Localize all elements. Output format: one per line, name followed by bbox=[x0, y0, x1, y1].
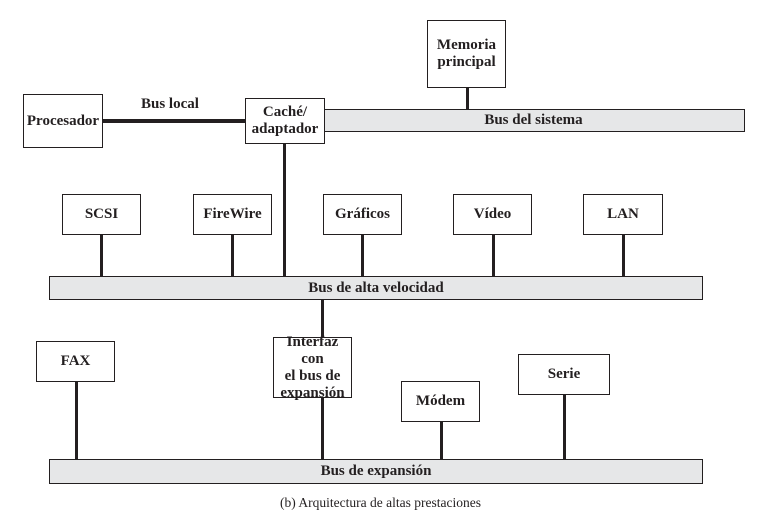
scsi-box: SCSI bbox=[62, 194, 141, 235]
modem-box: Módem bbox=[401, 381, 480, 422]
graficos-label: Gráficos bbox=[335, 206, 390, 222]
modem-connector bbox=[440, 421, 443, 459]
memory-label-line1: Memoria bbox=[436, 37, 497, 53]
expansion-bus: Bus de expansión bbox=[49, 459, 703, 484]
firewire-connector bbox=[231, 234, 234, 276]
serie-box: Serie bbox=[518, 354, 610, 395]
fax-connector bbox=[75, 381, 78, 459]
system-bus: Bus del sistema bbox=[323, 109, 745, 132]
high-speed-bus: Bus de alta velocidad bbox=[49, 276, 703, 300]
fax-label: FAX bbox=[60, 353, 91, 369]
cache-label-line1: Caché/ bbox=[262, 104, 308, 120]
graficos-connector bbox=[361, 234, 364, 276]
video-connector bbox=[492, 234, 495, 276]
figure-caption: (b) Arquitectura de altas prestaciones bbox=[280, 495, 481, 510]
serie-label: Serie bbox=[547, 366, 581, 382]
lan-label: LAN bbox=[607, 206, 639, 222]
local-bus-label: Bus local bbox=[141, 96, 199, 112]
serie-connector bbox=[563, 394, 566, 459]
processor-label: Procesador bbox=[26, 112, 100, 129]
modem-label: Módem bbox=[415, 393, 466, 409]
memory-label-line2: principal bbox=[437, 54, 496, 70]
interface-label-line3: expansión bbox=[280, 384, 345, 401]
main-memory-box: Memoria principal bbox=[427, 20, 506, 88]
video-box: Vídeo bbox=[453, 194, 532, 235]
firewire-label: FireWire bbox=[203, 206, 262, 222]
graficos-box: Gráficos bbox=[323, 194, 402, 235]
cache-label-line2: adaptador bbox=[251, 121, 319, 137]
lan-connector bbox=[622, 234, 625, 276]
local-bus-line bbox=[102, 119, 246, 123]
fax-box: FAX bbox=[36, 341, 115, 382]
system-bus-label: Bus del sistema bbox=[484, 112, 583, 128]
cache-adapter-box: Caché/ adaptador bbox=[245, 98, 325, 144]
highspeed-to-interface-connector bbox=[321, 299, 324, 337]
high-speed-bus-label: Bus de alta velocidad bbox=[308, 279, 444, 296]
expansion-bus-label: Bus de expansión bbox=[320, 463, 432, 479]
lan-box: LAN bbox=[583, 194, 663, 235]
expansion-interface-box: Interfaz con el bus de expansión bbox=[273, 333, 352, 401]
scsi-connector bbox=[100, 234, 103, 276]
interface-label-line1: Interfaz con bbox=[286, 333, 339, 367]
firewire-box: FireWire bbox=[193, 194, 272, 235]
video-label: Vídeo bbox=[473, 206, 512, 222]
interface-to-expansion-connector bbox=[321, 397, 324, 459]
scsi-label: SCSI bbox=[84, 206, 119, 222]
memory-connector bbox=[466, 87, 469, 109]
processor-box: Procesador bbox=[23, 94, 103, 148]
cache-to-highspeed-connector bbox=[283, 143, 286, 277]
interface-label-line2: el bus de bbox=[284, 367, 341, 384]
